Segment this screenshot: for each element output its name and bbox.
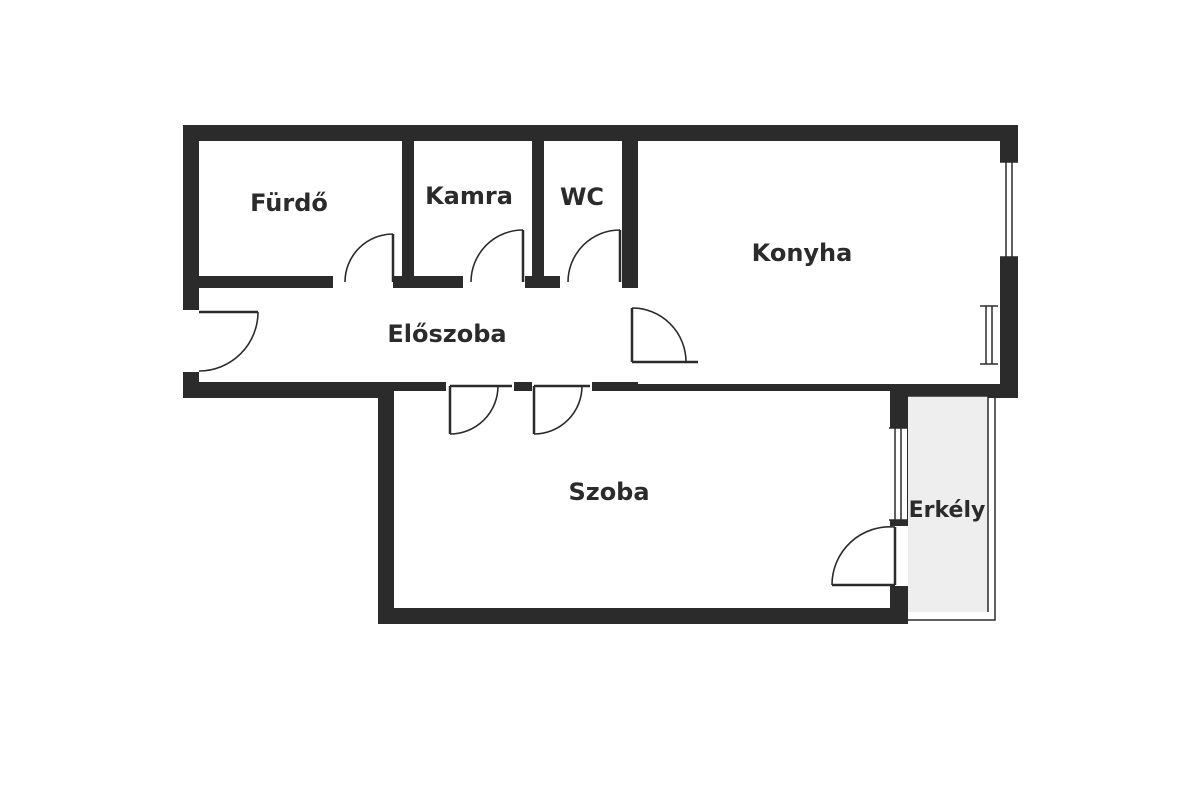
room-label-konyha: Konyha	[752, 239, 853, 267]
window-szoba-balcony	[889, 427, 907, 521]
room-label-wc: WC	[560, 183, 604, 211]
door-szoba-right	[532, 384, 590, 435]
room-label-eloszoba: Előszoba	[387, 320, 506, 348]
door-furdo	[344, 233, 395, 283]
kamra-area	[414, 141, 532, 276]
doors	[198, 229, 897, 587]
room-label-szoba: Szoba	[568, 478, 649, 506]
room-label-kamra: Kamra	[425, 182, 513, 210]
room-labels: Fürdő Kamra WC Konyha Előszoba Szoba Erk…	[250, 182, 985, 523]
door-entrance	[198, 310, 259, 372]
window-konyha-upper	[1000, 161, 1018, 258]
door-wc	[567, 229, 622, 283]
erkely-area	[908, 396, 988, 612]
balcony	[908, 395, 996, 621]
door-szoba-left	[448, 384, 512, 435]
door-konyha	[630, 307, 698, 364]
door-erkely	[831, 525, 897, 587]
door-kamra	[470, 229, 525, 283]
szoba-area	[394, 391, 890, 608]
room-label-furdo: Fürdő	[250, 189, 328, 217]
eloszoba-area	[199, 288, 638, 382]
windows	[889, 161, 1018, 521]
furdo-area	[199, 141, 402, 276]
room-label-erkely: Erkély	[909, 498, 986, 523]
window-konyha-lower	[980, 305, 998, 365]
wc-area	[544, 141, 622, 276]
konyha-area	[638, 141, 1000, 384]
room-interiors	[199, 141, 1000, 608]
